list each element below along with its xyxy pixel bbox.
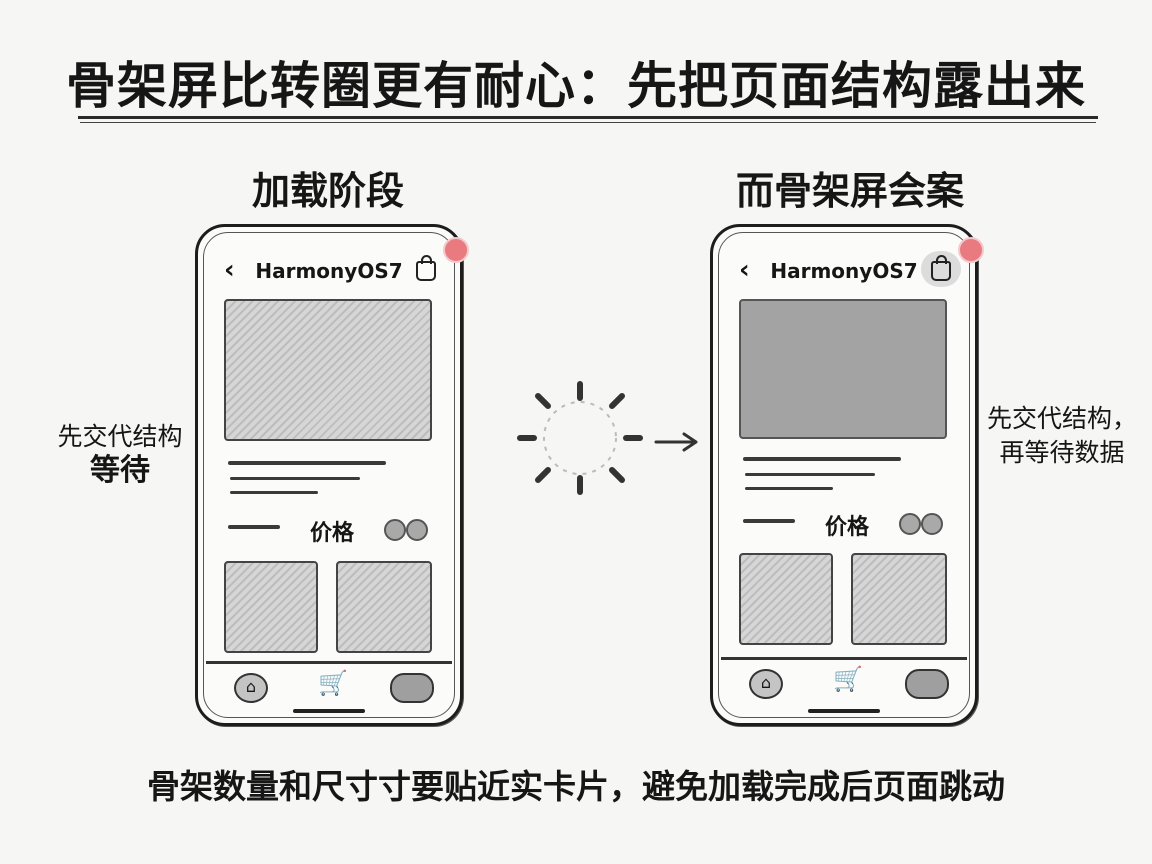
- right-text-skeleton-3: [745, 487, 833, 490]
- left-side-note: 先交代结构 等待: [40, 420, 200, 488]
- bag-icon: [416, 255, 436, 281]
- title-underline-secondary: [80, 122, 1096, 123]
- left-price-label: 价格: [310, 521, 355, 546]
- left-text-skeleton-3: [230, 491, 318, 494]
- left-heading: 加载阶段: [251, 169, 404, 213]
- left-bag-button[interactable]: [406, 251, 446, 287]
- left-price-skeleton: [228, 525, 280, 529]
- right-note-line1: 先交代结构，: [986, 404, 1137, 433]
- right-side-note: 先交代结构， 再等待数据: [982, 402, 1142, 470]
- arrow-right-icon: [654, 432, 698, 452]
- left-option-dot-1: [384, 519, 406, 541]
- left-app-title: HarmonyOS7: [255, 259, 403, 283]
- left-tab-divider: [206, 661, 452, 664]
- right-price-label: 价格: [825, 515, 870, 540]
- right-card-skeleton-2: [851, 553, 947, 645]
- spinner-tick-top-right: [609, 393, 625, 409]
- left-phone: ‹ HarmonyOS7 价格 ⌂ 🛒: [195, 224, 469, 726]
- left-profile-button[interactable]: [390, 673, 434, 703]
- right-note-line2: 再等待数据: [999, 438, 1125, 467]
- left-text-skeleton-2: [230, 477, 360, 480]
- right-option-dot-1: [899, 513, 921, 535]
- right-app-title: HarmonyOS7: [770, 259, 918, 283]
- left-hero-skeleton: [224, 299, 432, 441]
- left-notification-dot: [443, 237, 469, 263]
- left-option-dot-2: [406, 519, 428, 541]
- right-top-bar: ‹ HarmonyOS7: [733, 251, 961, 289]
- left-phone-screen-frame: [203, 232, 455, 718]
- back-icon[interactable]: ‹: [224, 255, 235, 285]
- left-top-bar: ‹ HarmonyOS7: [218, 253, 440, 289]
- cart-icon[interactable]: 🛒: [318, 669, 348, 697]
- home-icon[interactable]: ⌂: [749, 669, 783, 699]
- left-home-indicator: [293, 709, 365, 713]
- right-phone-screen-frame: [718, 232, 970, 718]
- left-text-skeleton-1: [228, 461, 386, 465]
- home-icon[interactable]: ⌂: [234, 673, 268, 703]
- left-note-line2: 等待: [90, 453, 150, 488]
- back-icon[interactable]: ‹: [739, 255, 750, 285]
- right-tab-divider: [721, 657, 967, 660]
- spinner-tick-bottom-left: [535, 467, 551, 483]
- left-note-line1: 先交代结构: [57, 422, 183, 451]
- right-option-dot-2: [921, 513, 943, 535]
- footer-caption: 骨架数量和尺寸寸要贴近实卡片，避免加载完成后页面跳动: [147, 767, 1005, 806]
- bag-icon: [931, 255, 951, 281]
- right-phone: ‹ HarmonyOS7 价格 ⌂ 🛒: [710, 224, 984, 726]
- spinner-ring: [543, 401, 617, 475]
- right-home-indicator: [808, 709, 880, 713]
- spinner-tick-bottom-right: [609, 467, 625, 483]
- right-card-skeleton-1: [739, 553, 833, 645]
- right-heading: 而骨架屏会案: [735, 169, 964, 213]
- right-bag-button[interactable]: [921, 251, 961, 287]
- right-hero-skeleton: [739, 299, 947, 439]
- spinner-icon: [517, 381, 643, 495]
- page-title: 骨架屏比转圈更有耐心：先把页面结构露出来: [66, 57, 1086, 115]
- spinner-tick-top-left: [535, 393, 551, 409]
- title-underline: [78, 116, 1098, 119]
- right-text-skeleton-1: [743, 457, 901, 461]
- right-text-skeleton-2: [745, 473, 875, 476]
- left-card-skeleton-2: [336, 561, 432, 653]
- right-price-skeleton: [743, 519, 795, 523]
- left-card-skeleton-1: [224, 561, 318, 653]
- cart-icon[interactable]: 🛒: [833, 665, 863, 693]
- right-notification-dot: [958, 237, 984, 263]
- right-profile-button[interactable]: [905, 669, 949, 699]
